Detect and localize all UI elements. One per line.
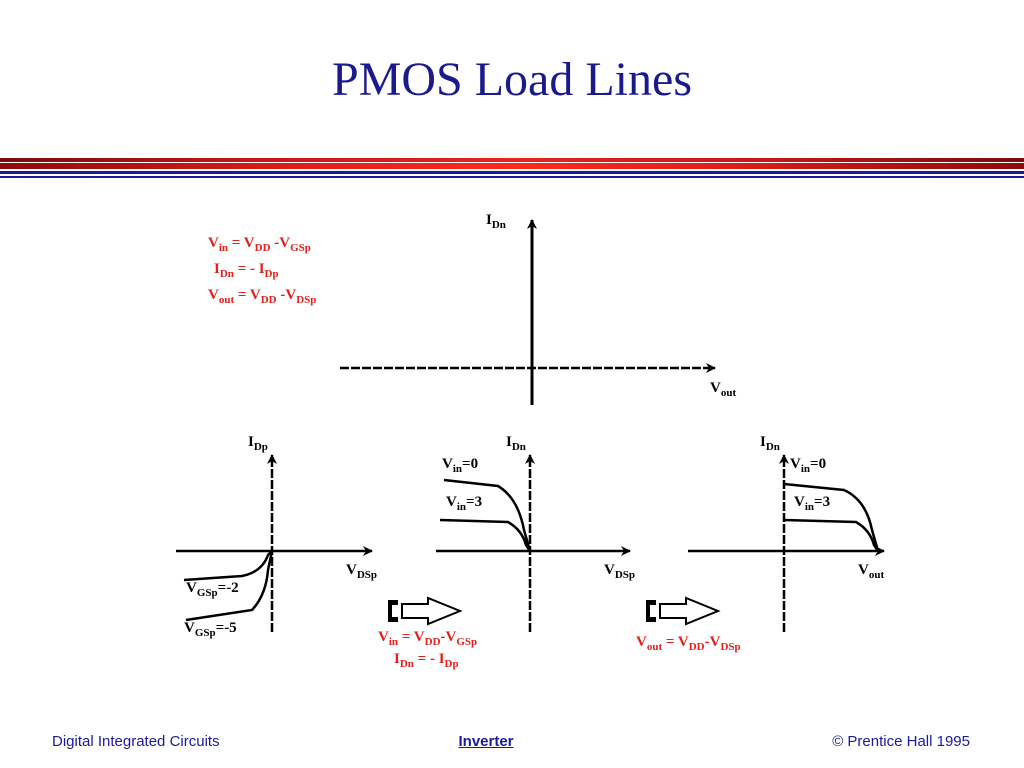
top-y-axis-label: IDn [486,212,506,231]
title-rule-dark-red [0,158,1024,162]
title-rule-blue [0,171,1024,174]
chart-2-curve-label-1: Vin=0 [442,456,478,475]
chart-1-curve-vgs-5 [185,550,274,622]
title-rule-blue-thin [0,176,1024,178]
footer-chapter-link[interactable]: Inverter [458,733,514,750]
chart-1: IDp VDSp VGSp=-2 VGSp=-5 [176,434,377,639]
chart-3-curve-label-1: Vin=0 [790,456,826,475]
chart-2-curve-vin-3 [439,518,532,552]
chart-2-x-axis-label: VDSp [604,562,635,581]
footer-copyright: © Prentice Hall 1995 [832,733,970,750]
arrow-right-icon [646,596,721,626]
top-x-axis-label: Vout [710,380,736,399]
chart2-equations-line-0: Vin = VDD-VGSp [378,629,477,648]
slide-title: PMOS Load Lines [332,53,692,106]
chart-3: IDn Vout Vin=0 Vin=3 Vout = VDD-VDSp [636,434,885,653]
chart-2-curve-label-2: Vin=3 [446,494,482,513]
chart-3-curve-label-2: Vin=3 [794,494,830,513]
footer-course-title: Digital Integrated Circuits [52,733,220,750]
chart-2-curve-vin-0 [443,478,532,552]
chart-3-curve-vin-0 [783,482,880,552]
top-equations-line-1: IDn = - IDp [214,261,279,280]
chart-1-curve-vgs-2 [183,550,273,582]
chart-1-curve-label-1: VGSp=-2 [186,580,239,599]
top-equations-line-2: Vout = VDD -VDSp [208,287,316,306]
chart3-equations-line-0: Vout = VDD-VDSp [636,634,741,653]
title-rule-red [0,163,1024,169]
top-equations-line-0: Vin = VDD -VGSp [208,235,311,254]
chart-1-x-axis-label: VDSp [346,562,377,581]
chart-3-equations: Vout = VDD-VDSp [636,634,741,653]
arrow-right-icon [388,596,463,626]
chart-2-y-axis-label: IDn [506,434,526,453]
chart-3-y-axis-label: IDn [760,434,780,453]
chart-1-curve-label-2: VGSp=-5 [184,620,237,639]
chart2-equations-line-1: IDn = - IDp [394,651,459,670]
chart-3-curve-vin-3 [783,518,880,552]
chart-1-y-axis-label: IDp [248,434,268,453]
chart-3-x-axis-label: Vout [858,562,884,581]
